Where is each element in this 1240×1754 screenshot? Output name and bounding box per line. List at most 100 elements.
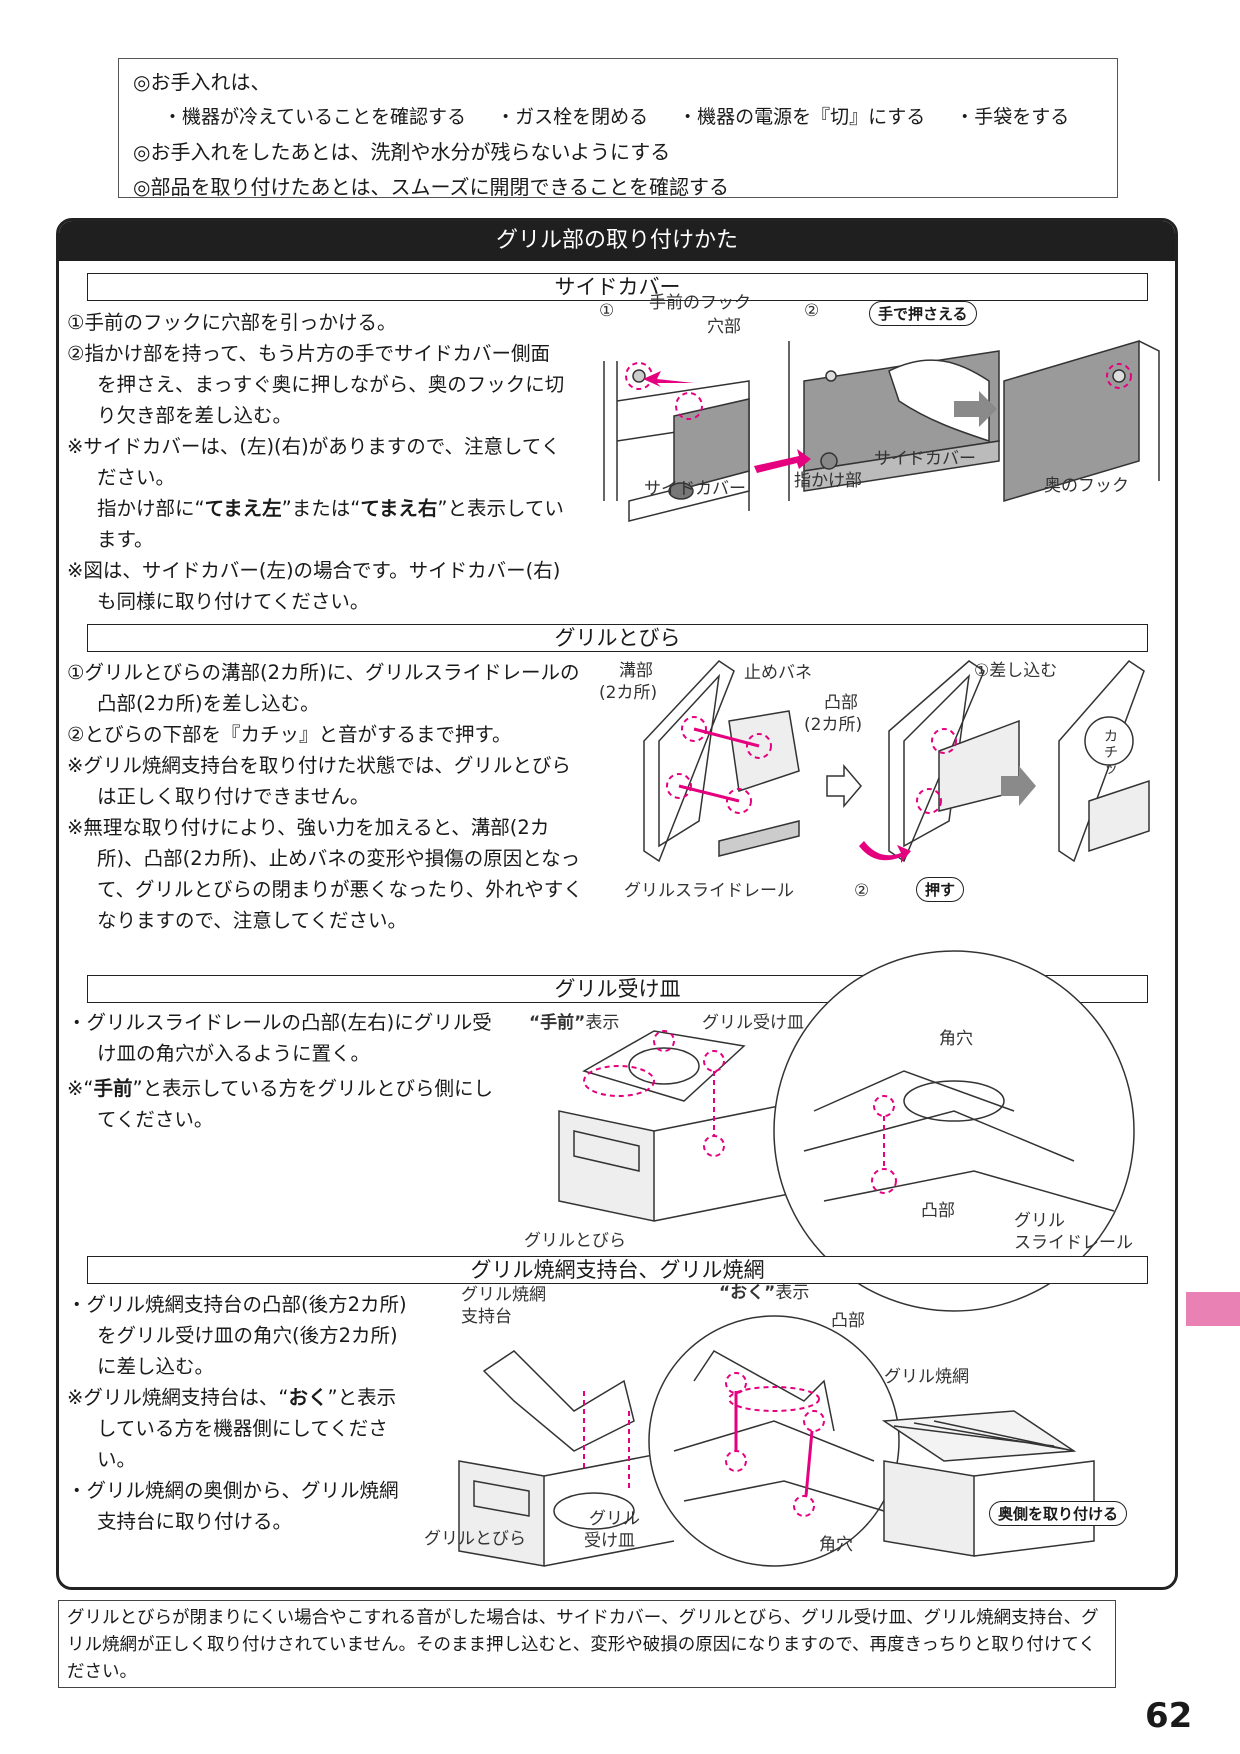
label-groove: 溝部	[619, 661, 653, 681]
drip-pan-note: ※“手前”と表示している方をグリルとびら側にしてください。	[67, 1073, 507, 1135]
label-drip-pan: グリル受け皿	[702, 1013, 804, 1033]
front-mark-bold: “手前”	[529, 1013, 586, 1033]
drip-pan-step-1: ・グリルスライドレールの凸部(左右)にグリル受け皿の角穴が入るように置く。	[67, 1011, 492, 1065]
note-bold: 手前	[93, 1077, 133, 1100]
label-stand-1: グリル焼網	[461, 1285, 546, 1305]
grill-net-note: ※グリル焼網支持台は、“おく”と表示している方を機器側にしてください。	[67, 1382, 407, 1475]
back-mark-text: 表示	[775, 1283, 810, 1303]
label-square-hole: 角穴	[819, 1535, 853, 1555]
label-back-hook: 奥のフック	[1044, 476, 1129, 496]
front-mark-text: 表示	[585, 1013, 620, 1033]
highlight-circle	[746, 733, 772, 759]
label-square-hole: 角穴	[939, 1029, 973, 1049]
side-cover-note-1: ※サイドカバーは、(左)(右)がありますので、注意してください。	[67, 435, 561, 489]
side-cover-note-1b: 指かけ部に“てまえ左”または“てまえ右”と表示しています。	[67, 493, 567, 555]
label-groove-count: (2カ所)	[599, 683, 658, 703]
grill-net-text: ・グリル焼網支持台の凸部(後方2カ所)をグリル受け皿の角穴(後方2カ所)に差し込…	[67, 1289, 407, 1537]
notice-bullet: ・機器の電源を『切』にする	[678, 106, 926, 128]
highlight-circle	[725, 1372, 747, 1394]
label-boss-count: (2カ所)	[804, 715, 863, 735]
label-push: 押す	[916, 877, 965, 902]
note-text: ”と表示している方を機器側にしてください。	[97, 1386, 397, 1471]
notice-box: ◎お手入れは、 ・機器が冷えていることを確認する ・ガス栓を閉める ・機器の電源を『…	[118, 58, 1118, 199]
grill-net-heading: グリル焼網支持台、グリル焼網	[87, 1256, 1148, 1284]
label-finger-grip: 指かけ部	[794, 471, 862, 491]
label-click: カチッ	[1104, 729, 1118, 777]
label-front-mark: “手前”表示	[529, 1013, 619, 1033]
notice-line-2: ◎お手入れをしたあとは、洗剤や水分が残らないようにする	[133, 140, 671, 164]
section-title: グリル部の取り付けかた	[59, 221, 1175, 261]
footer-note: グリルとびらが閉まりにくい場合やこすれる音がした場合は、サイドカバー、グリルとび…	[58, 1600, 1116, 1688]
arrow-right-icon	[954, 391, 997, 427]
label-step-1: ①	[599, 301, 615, 321]
highlight-circle	[726, 788, 752, 814]
label-boss: 凸部	[824, 693, 858, 713]
arrow-right-outline-icon	[826, 763, 862, 809]
grill-net-step-1: ・グリル焼網支持台の凸部(後方2カ所)をグリル受け皿の角穴(後方2カ所)に差し込…	[67, 1293, 407, 1378]
click-bubble	[1084, 716, 1134, 766]
drip-pan-illustration	[558, 950, 1135, 1312]
arrow-right-icon	[1001, 766, 1036, 806]
highlight-circle	[703, 1050, 725, 1072]
highlight-ellipse	[583, 1065, 655, 1097]
arrow-icon	[754, 449, 811, 473]
drip-pan-text: ・グリルスライドレールの凸部(左右)にグリル受け皿の角穴が入るように置く。 ※“…	[67, 1007, 507, 1135]
side-cover-text: ①手前のフックに穴部を引っかける。 ②指かけ部を持って、もう片方の手でサイドカバ…	[67, 307, 567, 617]
note-bold: おく	[288, 1386, 328, 1409]
note-text: ”と表示しています。	[97, 497, 564, 551]
label-press-by-hand: 手で押さえる	[869, 301, 977, 326]
highlight-circle	[871, 1168, 897, 1194]
label-insert: ①差し込む	[974, 661, 1058, 681]
notice-line-3: ◎部品を取り付けたあとは、スムーズに開閉できることを確認する	[133, 175, 730, 199]
chapter-tab	[1186, 1292, 1240, 1326]
label-boss: 凸部	[921, 1201, 955, 1221]
grill-door-note-1: ※グリル焼網支持台を取り付けた状態では、グリルとびらは正しく取り付けできません。	[67, 754, 571, 808]
note-text: 指かけ部に“	[97, 497, 205, 520]
label-door: グリルとびら	[424, 1529, 526, 1549]
highlight-circle	[873, 1095, 895, 1117]
zoom-circle	[773, 950, 1135, 1312]
side-cover-step-1: ①手前のフックに穴部を引っかける。	[67, 311, 397, 334]
push-arrow-icon	[859, 841, 911, 863]
label-stand-2: 支持台	[461, 1307, 512, 1327]
side-cover-illustration	[603, 339, 1160, 522]
note-bold: てまえ左	[204, 497, 282, 520]
label-back-mark: “おく”表示	[719, 1283, 809, 1303]
label-side-cover-b: サイドカバー	[874, 449, 976, 469]
back-mark-bold: “おく”	[719, 1283, 776, 1303]
highlight-ellipse	[728, 1386, 820, 1412]
label-boss: 凸部	[831, 1311, 865, 1331]
note-text: ※グリル焼網支持台は、“	[67, 1386, 289, 1409]
arrow-icon	[643, 371, 694, 387]
highlight-circle	[703, 1135, 725, 1157]
label-door: グリルとびら	[524, 1231, 626, 1251]
grill-door-note-2: ※無理な取り付けにより、強い力を加えると、溝部(2カ所)、凸部(2カ所)、止めバ…	[67, 816, 583, 932]
notice-bullet: ・機器が冷えていることを確認する	[163, 106, 467, 128]
notice-bullet: ・ガス栓を閉める	[496, 106, 649, 128]
label-side-cover-a: サイドカバー	[644, 479, 746, 499]
note-bold: てまえ右	[360, 497, 438, 520]
label-spring: 止めバネ	[744, 663, 812, 683]
grill-door-text: ①グリルとびらの溝部(2カ所)に、グリルスライドレールの凸部(2カ所)を差し込む…	[67, 657, 587, 936]
grill-installation-section: グリル部の取り付けかた サイドカバー ①手前のフックに穴部を引っかける。 ②指か…	[56, 218, 1178, 1590]
highlight-circle	[681, 716, 707, 742]
grill-door-illustration	[643, 660, 1150, 863]
highlight-circle	[653, 1030, 675, 1052]
grill-door-heading: グリルとびら	[87, 624, 1148, 652]
label-rail-2: スライドレール	[1014, 1233, 1133, 1253]
highlight-circle	[1106, 363, 1132, 389]
highlight-circle	[931, 728, 957, 754]
label-rail-1: グリル	[1014, 1211, 1065, 1231]
note-text: ”または“	[281, 497, 361, 520]
highlight-circle	[803, 1410, 825, 1432]
notice-bullet: ・手袋をする	[955, 106, 1070, 128]
note-text: ”と表示している方をグリルとびら側にしてください。	[97, 1077, 493, 1131]
label-slide-rail: グリルスライドレール	[624, 881, 794, 901]
grill-net-step-2: ・グリル焼網の奥側から、グリル焼網支持台に取り付ける。	[67, 1479, 399, 1533]
notice-line-1: ◎お手入れは、	[133, 70, 271, 94]
highlight-circle	[675, 392, 703, 420]
grill-net-illustration	[458, 1315, 1095, 1567]
side-cover-note-2: ※図は、サイドカバー(左)の場合です。サイドカバー(右)も同様に取り付けてくださ…	[67, 559, 561, 613]
side-cover-heading: サイドカバー	[87, 273, 1148, 301]
label-pan-2: 受け皿	[584, 1531, 635, 1551]
